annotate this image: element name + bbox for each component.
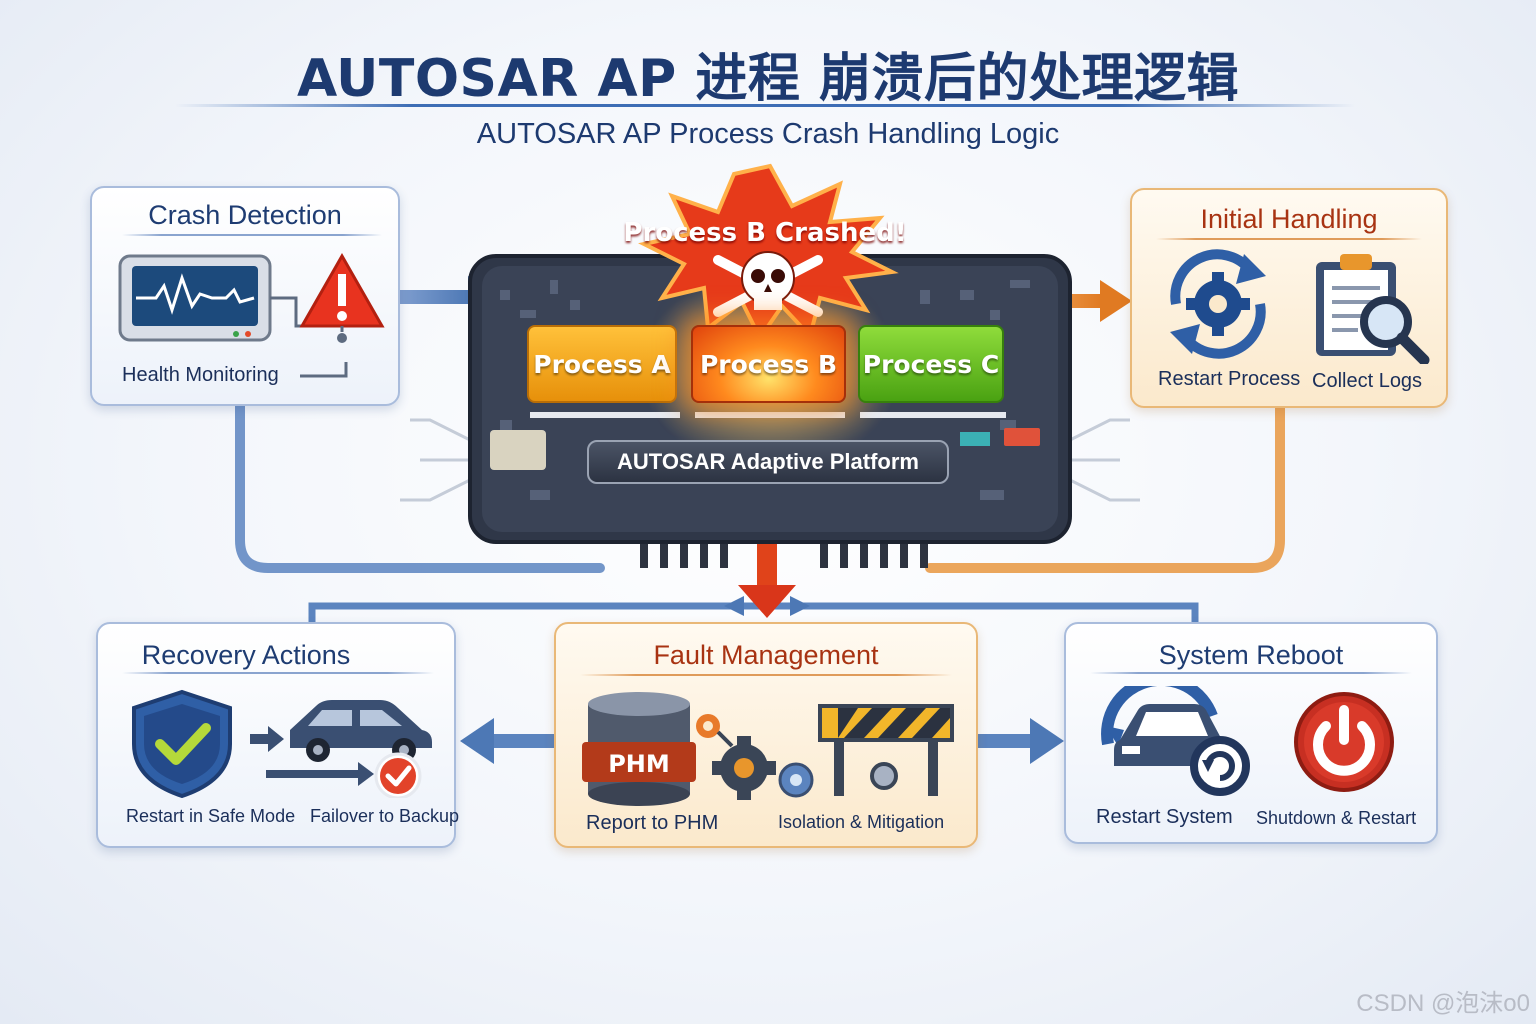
failover-label: Failover to Backup	[310, 806, 460, 826]
fault-management-panel: Fault Management	[554, 622, 978, 848]
arrow-fault-to-reboot	[978, 718, 1064, 764]
safe-mode-label: Restart in Safe Mode	[126, 806, 296, 826]
restart-system-label: Restart System	[1096, 806, 1233, 828]
phm-badge: PHM	[608, 750, 670, 778]
power-icon	[1294, 692, 1394, 792]
gear-icon	[696, 714, 776, 800]
car-icon	[290, 700, 432, 762]
collect-logs-label: Collect Logs	[1312, 370, 1423, 392]
health-monitoring-label: Health Monitoring	[122, 364, 279, 386]
monitor-icon	[118, 254, 346, 342]
system-reboot-title: System Reboot	[1158, 640, 1344, 670]
recovery-actions-panel: Recovery Actions Restart in Safe M	[96, 622, 460, 848]
recovery-actions-title: Recovery Actions	[141, 640, 351, 670]
process-a-block: Process A	[527, 325, 677, 403]
initial-handling-panel: Initial Handling Restart Process Collect…	[1130, 188, 1448, 408]
process-c-block: Process C	[858, 325, 1004, 403]
check-badge-icon	[374, 752, 422, 798]
failover-arrows	[266, 762, 374, 786]
arrow-fault-to-recovery	[460, 718, 556, 764]
clipboard-magnifier-icon	[1316, 254, 1430, 364]
restart-process-label: Restart Process	[1158, 368, 1301, 390]
page-title: AUTOSAR AP 进程 崩溃后的处理逻辑	[297, 49, 1239, 109]
platform-label: AUTOSAR Adaptive Platform	[587, 440, 949, 484]
skull-icon	[713, 251, 823, 317]
report-phm-label: Report to PHM	[586, 812, 719, 834]
system-reboot-panel: System Reboot Restart System Shutdown & …	[1064, 622, 1438, 844]
initial-handling-title: Initial Handling	[1200, 204, 1378, 234]
loop-left	[235, 400, 605, 573]
watermark: CSDN @泡沫o0	[1356, 990, 1530, 1017]
database-icon	[582, 692, 696, 806]
car-restart-icon	[1101, 686, 1250, 796]
warning-icon	[299, 252, 385, 343]
loop-right	[925, 400, 1285, 573]
process-b-block: Process B	[691, 325, 846, 403]
title-divider	[175, 104, 1355, 107]
crash-alert-text: Process B Crashed!	[623, 218, 907, 248]
barrier-icon	[778, 704, 954, 798]
fault-management-title: Fault Management	[653, 640, 879, 670]
isolation-label: Isolation & Mitigation	[778, 812, 945, 832]
crash-detection-panel: Crash Detection Health Monitoring	[90, 186, 400, 406]
restart-gear-icon	[1170, 249, 1266, 359]
distribution-line	[308, 602, 1199, 622]
page-subtitle: AUTOSAR AP Process Crash Handling Logic	[476, 118, 1060, 150]
shutdown-restart-label: Shutdown & Restart	[1256, 808, 1417, 828]
shield-check-icon	[132, 689, 232, 798]
arrow-to-car	[250, 726, 284, 752]
arrow-platform-to-fault	[738, 534, 796, 618]
crash-detection-title: Crash Detection	[148, 200, 342, 230]
